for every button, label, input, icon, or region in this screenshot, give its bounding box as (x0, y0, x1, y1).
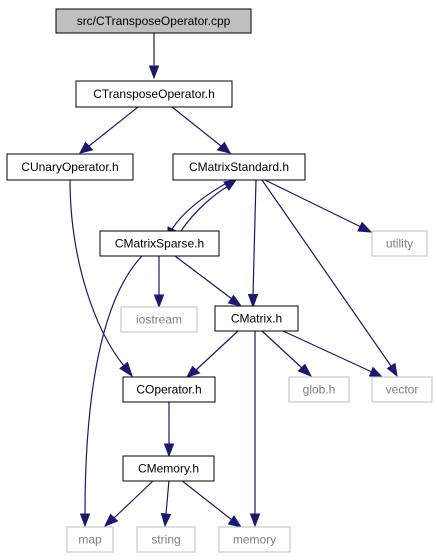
edge-cmatrixstandard-h-to-vector (261, 179, 392, 367)
node-cmatrixstandard-h[interactable]: CMatrixStandard.h (172, 153, 306, 181)
edge-cmatrix-h-to-vector (282, 330, 373, 373)
node-src-ctransposeoperator-cpp[interactable]: src/CTransposeOperator.cpp (55, 8, 252, 34)
arrowhead (79, 513, 91, 528)
node-cmatrixsparse-h[interactable]: CMatrixSparse.h (99, 230, 220, 257)
node-label: utility (386, 237, 413, 251)
node-label: CMatrix.h (231, 312, 282, 326)
edge-cmatrixsparse-h-to-cmatrixstandard-h (180, 185, 229, 232)
edge-ctransposeoperator-h-to-cunaryoperator-h (88, 106, 139, 147)
node-iostream[interactable]: iostream (120, 306, 198, 333)
edge-cunaryoperator-h-to-coperator-h (69, 178, 125, 367)
arrowhead (216, 141, 231, 154)
arrowhead (79, 141, 94, 154)
node-label: iostream (136, 313, 182, 327)
node-label: map (78, 533, 102, 547)
node-label: COperator.h (136, 383, 201, 397)
arrowhead (163, 443, 175, 458)
edge-cmatrixsparse-h-to-map (84, 255, 143, 515)
node-utility[interactable]: utility (371, 230, 428, 257)
edge-cmemory-h-to-map (113, 479, 155, 519)
node-label: memory (233, 533, 276, 547)
node-cunaryoperator-h[interactable]: CUnaryOperator.h (6, 153, 134, 181)
node-vector[interactable]: vector (371, 376, 433, 403)
node-memory[interactable]: memory (218, 526, 291, 553)
arrowhead (368, 366, 384, 378)
node-label: CTransposeOperator.h (93, 87, 215, 101)
edge-cmemory-h-to-string (165, 479, 170, 515)
arrowhead (227, 515, 243, 528)
arrowhead (223, 179, 238, 191)
arrowhead (160, 512, 172, 528)
node-label: CMatrixStandard.h (189, 160, 289, 174)
arrowhead (148, 65, 160, 80)
node-label: CUnaryOperator.h (21, 160, 118, 174)
node-label: string (151, 533, 180, 547)
edge-cmatrixstandard-h-to-utility (264, 179, 362, 228)
arrowhead (247, 294, 259, 309)
node-label: CMemory.h (138, 462, 199, 476)
node-coperator-h[interactable]: COperator.h (122, 376, 216, 403)
arrowhead (249, 513, 261, 528)
edge-cmatrixstandard-h-to-cmatrixsparse-h (171, 179, 233, 230)
edge-ctransposeoperator-h-to-cmatrixstandard-h (171, 106, 222, 147)
node-string[interactable]: string (136, 526, 196, 553)
node-ctransposeoperator-h[interactable]: CTransposeOperator.h (75, 80, 233, 108)
node-map[interactable]: map (66, 526, 114, 553)
node-glob-h[interactable]: glob.h (288, 376, 350, 403)
arrowhead (119, 361, 133, 378)
edge-cmatrix-h-to-coperator-h (195, 330, 239, 371)
edge-cmemory-h-to-memory (180, 479, 233, 521)
node-label: vector (386, 383, 419, 397)
arrowhead (357, 221, 373, 233)
node-label: src/CTransposeOperator.cpp (77, 14, 231, 28)
arrowhead (153, 294, 165, 309)
arrowhead (185, 365, 201, 378)
arrowhead (297, 363, 313, 377)
node-label: CMatrixSparse.h (115, 237, 204, 251)
edge-cmatrixstandard-h-to-cmatrix-h (252, 179, 257, 296)
edge-cmatrixsparse-h-to-cmatrix-h (174, 255, 233, 300)
arrowhead (386, 362, 398, 378)
nodes: src/CTransposeOperator.cpp CTransposeOpe… (6, 8, 433, 553)
edges (69, 33, 398, 528)
node-cmatrix-h[interactable]: CMatrix.h (214, 305, 299, 332)
edge-cmatrix-h-to-glob-h (261, 330, 303, 369)
node-label: glob.h (303, 383, 336, 397)
node-cmemory-h[interactable]: CMemory.h (122, 455, 215, 482)
arrowhead (103, 513, 119, 527)
arrowhead (227, 294, 243, 307)
